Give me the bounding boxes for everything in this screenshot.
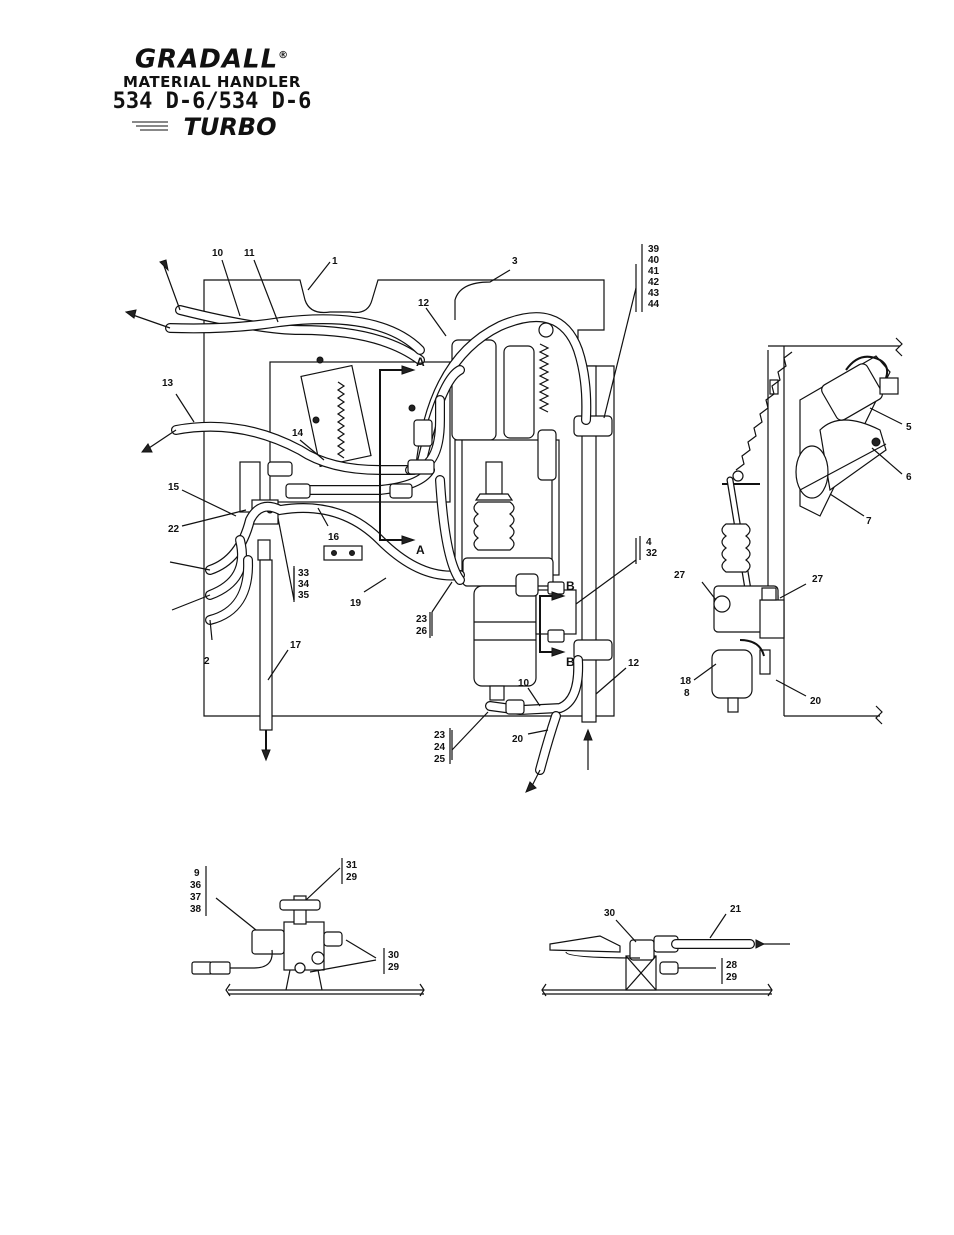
callout-8: 8	[684, 688, 690, 699]
section-mark-a-bottom: A	[416, 543, 425, 557]
section-mark-b-bottom: B	[566, 655, 575, 669]
callout-13: 13	[162, 378, 174, 389]
callout-12-top: 12	[418, 298, 430, 309]
callout-30: 30	[604, 908, 616, 919]
brand-name: GRADALL®	[134, 44, 290, 75]
callout-2: 2	[204, 656, 210, 667]
callout-20-side: 20	[810, 696, 822, 707]
model-number: 534 D-6/534 D-6	[112, 88, 312, 114]
callout-21: 21	[730, 904, 742, 915]
callout-10: 10	[212, 248, 224, 259]
callout-14: 14	[292, 428, 304, 439]
gradall-logo: GRADALL® MATERIAL HANDLER 534 D-6/534 D-…	[112, 42, 312, 140]
callout-7: 7	[866, 516, 872, 527]
callout-group-28-29: 28 29	[726, 960, 740, 983]
product-subtitle: MATERIAL HANDLER	[123, 72, 301, 91]
callout-group-39-44: 39 40 41 42 43 44	[648, 244, 662, 310]
callout-20-bottom: 20	[512, 734, 524, 745]
side-view: 5 6 7 27 27 18 8 20	[674, 337, 912, 725]
callout-group-4-32: 4 32	[646, 537, 658, 559]
callout-16: 16	[328, 532, 340, 543]
callout-17: 17	[290, 640, 302, 651]
callout-27-left: 27	[674, 570, 686, 581]
callout-3: 3	[512, 256, 518, 267]
solenoid-valve-detail: 9 36 37 38 31 29 30 29	[190, 858, 425, 997]
callout-group-9-38: 9 36 37 38	[190, 868, 204, 915]
callout-22: 22	[168, 524, 180, 535]
section-mark-b-top: B	[566, 579, 575, 593]
callout-15: 15	[168, 482, 180, 493]
callout-12-bottom: 12	[628, 658, 640, 669]
callout-group-23-25: 23 24 25	[434, 730, 448, 765]
callout-group-30-29-a: 30 29	[388, 950, 402, 973]
callout-18: 18	[680, 676, 692, 687]
section-mark-a-top: A	[416, 355, 425, 369]
turbo-label: TURBO	[112, 114, 312, 140]
callout-group-33-35: 33 34 35	[298, 568, 312, 601]
fitting-detail: 30 21 28 29	[541, 904, 790, 997]
speed-lines-icon	[132, 121, 168, 131]
callout-11: 11	[244, 248, 255, 259]
callout-10-bottom: 10	[518, 678, 530, 689]
callout-5: 5	[906, 422, 912, 433]
callout-19: 19	[350, 598, 362, 609]
callout-group-31-29: 31 29	[346, 860, 360, 883]
callout-group-23-26: 23 26	[416, 614, 430, 637]
callout-27-right: 27	[812, 574, 824, 585]
main-panel-view: A A B B	[124, 244, 662, 793]
callout-6: 6	[906, 472, 912, 483]
callout-1: 1	[332, 256, 338, 267]
